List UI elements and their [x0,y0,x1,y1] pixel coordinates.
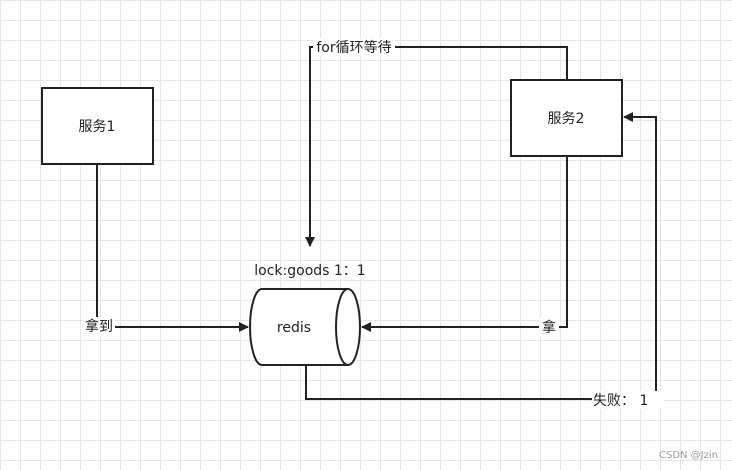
edge-service2-to-redis: 拿 [361,157,568,336]
service2-node: 服务2 [510,79,623,157]
watermark-text: CSDN @Jzin [659,450,718,461]
service1-label: 服务1 [79,119,116,135]
service1-node: 服务1 [41,87,154,165]
edge-label-take: 拿 [542,319,556,336]
edge-redis-to-service2: 失败： 1 [305,112,664,409]
edge-label-failed: 失败： 1 [593,393,648,409]
redis-caption: lock:goods 1：1 [254,263,365,279]
service2-label: 服务2 [548,111,585,127]
redis-node: redis [249,288,361,366]
edge-service2-loop-wait: for循环等待 [305,38,568,247]
redis-label: redis [277,320,311,336]
edge-label-loop-wait: for循环等待 [316,39,391,56]
edge-service1-to-redis: 拿到 [83,165,249,335]
edge-label-obtained: 拿到 [85,318,113,335]
